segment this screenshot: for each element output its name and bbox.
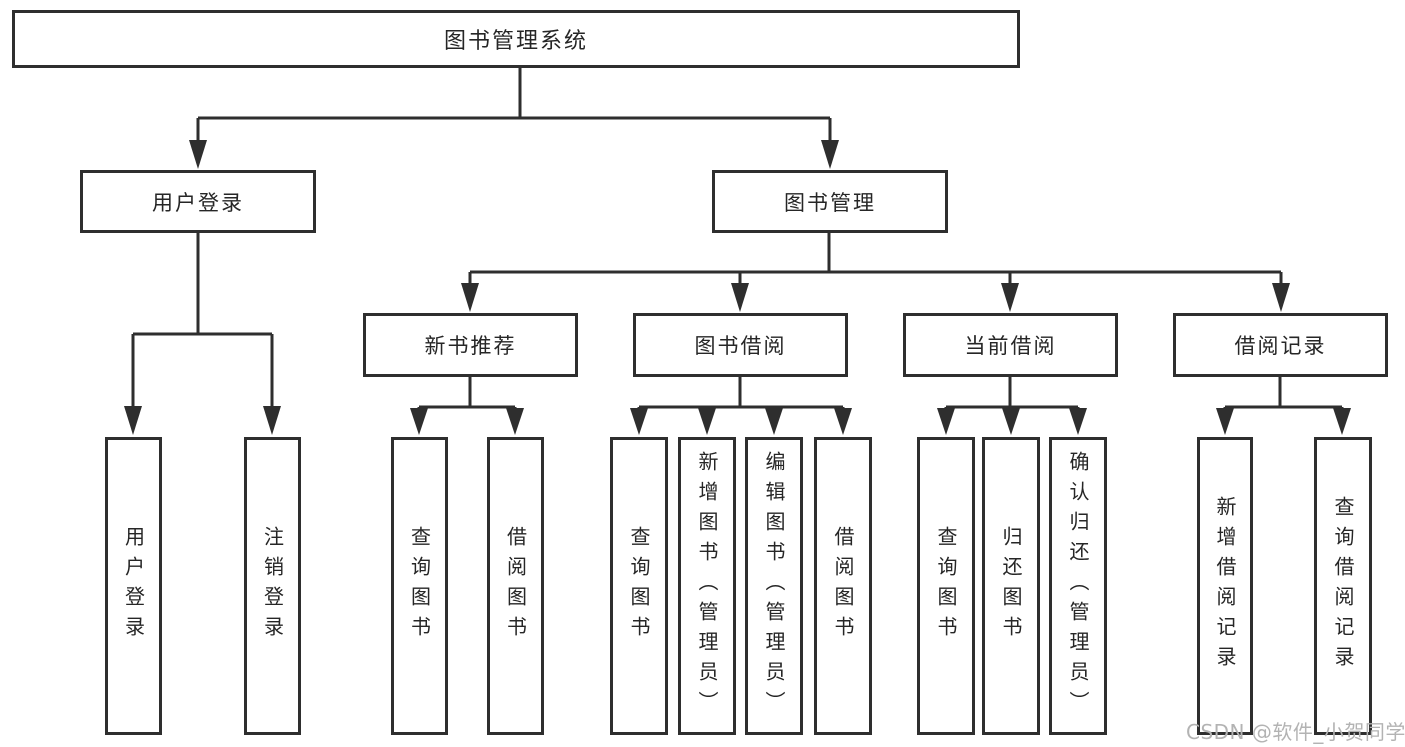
leaf-cb-return-books: 归还图书 (982, 437, 1040, 735)
node-root: 图书管理系统 (12, 10, 1020, 68)
leaf-label: 查询图书 (627, 526, 651, 646)
leaf-label: 查询图书 (934, 526, 958, 646)
node-book-management: 图书管理 (712, 170, 948, 233)
leaf-label: 编辑图书（管理员） (762, 451, 786, 721)
leaf-nb-borrow-books: 借阅图书 (487, 437, 544, 735)
leaf-label: 查询图书 (407, 526, 432, 646)
node-current-borrow: 当前借阅 (903, 313, 1118, 377)
leaf-cb-query-books: 查询图书 (917, 437, 975, 735)
leaf-nb-query-books: 查询图书 (391, 437, 448, 735)
leaf-bb-query-books: 查询图书 (610, 437, 668, 735)
leaf-label: 新增借阅记录 (1213, 496, 1237, 676)
leaf-br-add-record: 新增借阅记录 (1197, 437, 1253, 735)
leaf-bb-borrow-books: 借阅图书 (814, 437, 872, 735)
leaf-bb-edit-books-admin: 编辑图书（管理员） (745, 437, 803, 735)
leaf-label: 注销登录 (260, 526, 285, 646)
leaf-label: 借阅图书 (503, 526, 528, 646)
leaf-br-query-record: 查询借阅记录 (1314, 437, 1372, 735)
leaf-label: 新增图书（管理员） (695, 451, 719, 721)
leaf-label: 查询借阅记录 (1331, 496, 1355, 676)
watermark: CSDN @软件_小贺同学 (1186, 720, 1405, 744)
leaf-cb-confirm-return-admin: 确认归还（管理员） (1049, 437, 1107, 735)
node-user-login: 用户登录 (80, 170, 316, 233)
leaf-label: 确认归还（管理员） (1066, 451, 1090, 721)
node-new-book-recommend: 新书推荐 (363, 313, 578, 377)
leaf-label: 归还图书 (999, 526, 1023, 646)
node-book-borrow: 图书借阅 (633, 313, 848, 377)
leaf-label: 用户登录 (121, 526, 146, 646)
leaf-bb-add-books-admin: 新增图书（管理员） (678, 437, 736, 735)
leaf-logout: 注销登录 (244, 437, 301, 735)
node-borrow-records: 借阅记录 (1173, 313, 1388, 377)
leaf-label: 借阅图书 (831, 526, 855, 646)
leaf-user-login: 用户登录 (105, 437, 162, 735)
